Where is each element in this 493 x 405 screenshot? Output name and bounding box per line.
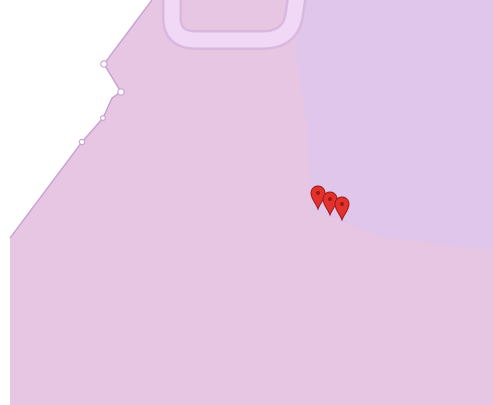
- boundary-vertex-icon: [78, 138, 86, 146]
- boundary-vertex-icon: [117, 88, 125, 96]
- boundary-vertex-icon: [99, 114, 106, 121]
- boundary-vertex-icon: [100, 60, 108, 68]
- marker-cluster[interactable]: [310, 185, 350, 222]
- boundary-vertices: [78, 60, 125, 146]
- landmark-zone[interactable]: [296, 0, 493, 250]
- map-pin-icon[interactable]: [334, 196, 350, 222]
- road[interactable]: [164, 0, 304, 48]
- map-pin-icon[interactable]: [322, 191, 338, 217]
- map-pin-icon[interactable]: [310, 185, 326, 211]
